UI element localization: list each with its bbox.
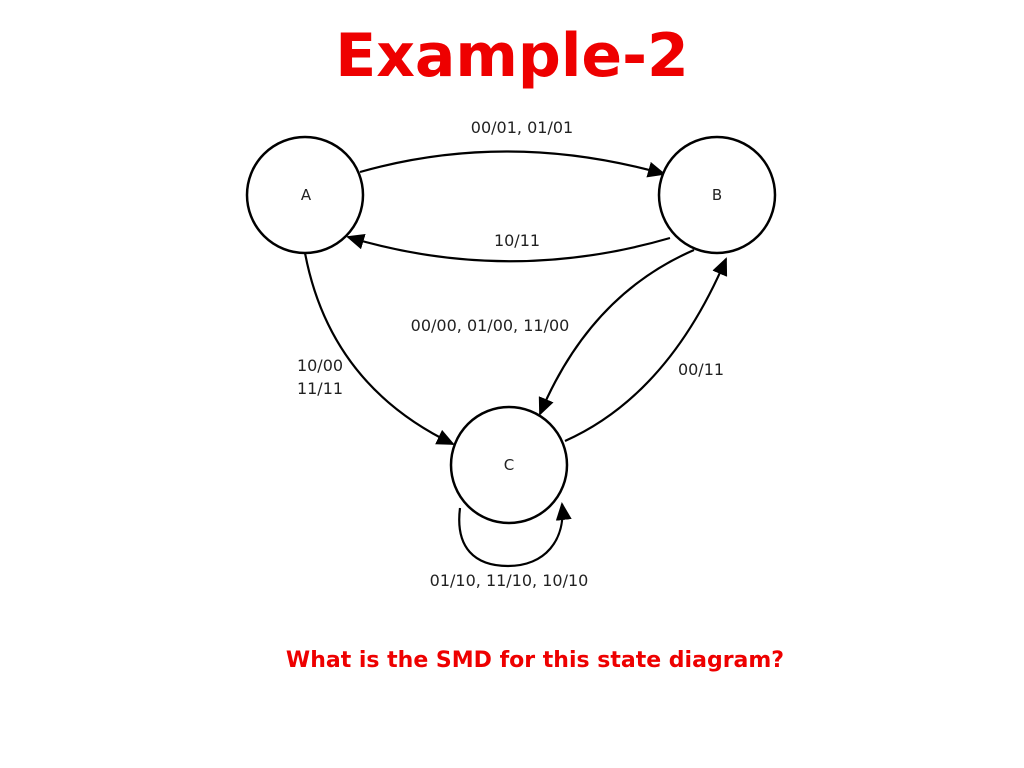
edge-b-to-c-label: 00/00, 01/00, 11/00 — [411, 316, 570, 335]
edge-c-to-b — [564, 257, 728, 443]
edge-c-to-b-label: 00/11 — [678, 360, 724, 379]
edge-c-self-loop-label: 01/10, 11/10, 10/10 — [430, 571, 589, 590]
state-a-node — [245, 135, 365, 255]
edge-a-to-c-label-line-1: 10/00 — [297, 356, 343, 375]
state-a-label: A — [301, 186, 312, 204]
edge-a-to-c-label-line-2: 11/11 — [297, 379, 343, 398]
slide-title: Example-2 — [335, 21, 689, 91]
edge-a-to-c — [303, 252, 455, 445]
state-b-label: B — [712, 186, 722, 204]
state-b-node — [657, 135, 777, 255]
edge-b-to-a — [346, 233, 671, 263]
question-text: What is the SMD for this state diagram? — [285, 648, 785, 673]
state-c-node — [449, 405, 569, 525]
edge-a-to-b-label: 00/01, 01/01 — [471, 118, 573, 137]
state-c-label: C — [504, 456, 514, 474]
edge-c-self-loop — [458, 502, 572, 568]
edge-b-to-a-label: 10/11 — [494, 231, 540, 250]
edge-b-to-c — [538, 248, 695, 416]
edge-a-to-b — [359, 150, 666, 178]
